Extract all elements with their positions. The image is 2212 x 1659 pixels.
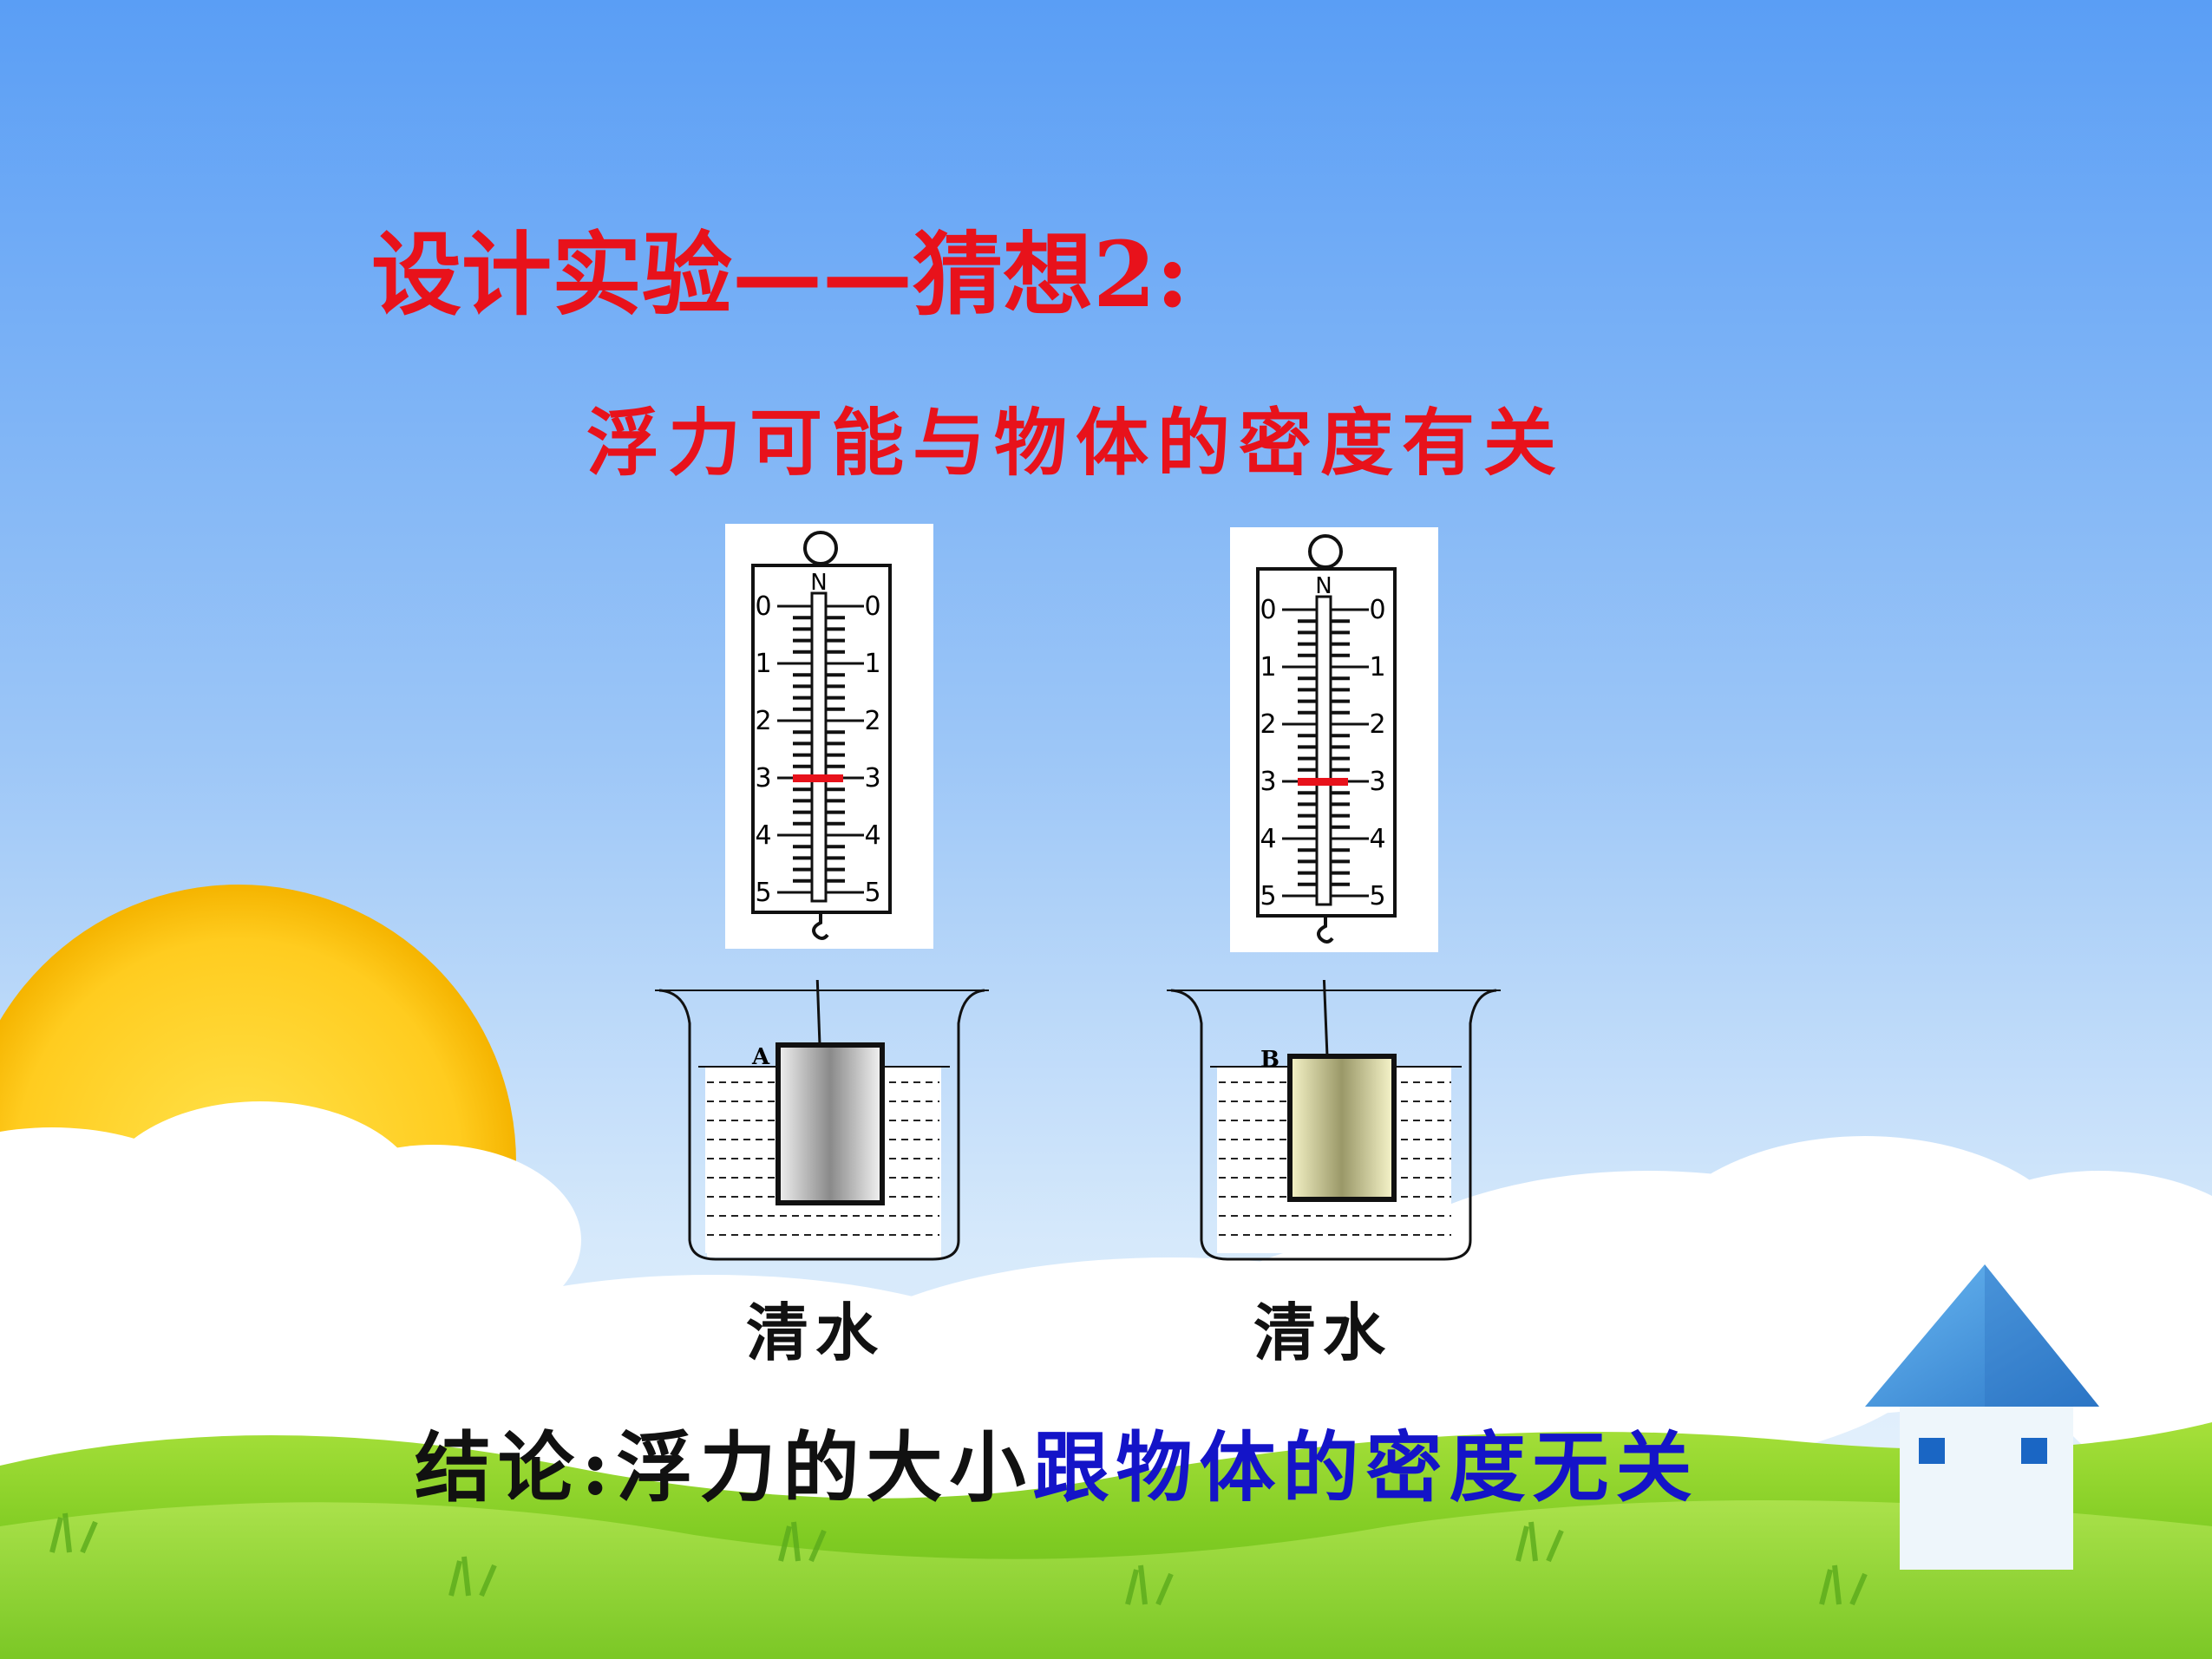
scale-tick-label: 3 bbox=[755, 763, 771, 794]
scale-tick-label: 5 bbox=[1369, 881, 1385, 911]
object-a bbox=[776, 1042, 885, 1205]
scale-tick-label: 4 bbox=[755, 820, 771, 851]
scale-tick-label: 3 bbox=[1260, 767, 1276, 797]
scale-b-pointer bbox=[1298, 778, 1348, 786]
scale-tick-label: 5 bbox=[1260, 881, 1276, 911]
scale-tick-label: 1 bbox=[1369, 652, 1385, 683]
scale-tick-label: 2 bbox=[1369, 709, 1385, 740]
slide-title: 设计实验——猜想2: bbox=[371, 221, 1189, 328]
spring-scale-a: N 0 0 1 1 2 2 3 3 4 4 5 5 bbox=[725, 524, 933, 949]
house-icon bbox=[1865, 1264, 2099, 1570]
scale-tick-label: 0 bbox=[1369, 595, 1385, 625]
scale-tick-label: 3 bbox=[864, 763, 880, 794]
beaker-a: A bbox=[655, 980, 989, 1261]
scale-tick-label: 3 bbox=[1369, 767, 1385, 797]
hypothesis-text: 浮力可能与物体的密度有关 bbox=[586, 400, 1566, 486]
scale-tick-label: 2 bbox=[755, 706, 771, 736]
liquid-label-b: 清水 bbox=[1253, 1296, 1393, 1369]
string-b bbox=[1322, 980, 1329, 1057]
scale-tick-label: 1 bbox=[1260, 652, 1276, 683]
scale-tick-label: 0 bbox=[1260, 595, 1276, 625]
beaker-b: B bbox=[1167, 980, 1501, 1261]
object-a-letter: A bbox=[751, 1044, 770, 1070]
grass-icon bbox=[0, 1422, 2212, 1659]
scale-unit-label: N bbox=[1315, 573, 1332, 599]
scale-unit-label: N bbox=[810, 570, 827, 596]
scale-tick-label: 4 bbox=[1260, 824, 1276, 854]
scale-tick-label: 5 bbox=[755, 878, 771, 908]
string-a bbox=[815, 980, 821, 1046]
liquid-label-a: 清水 bbox=[746, 1296, 886, 1369]
scale-tick-label: 4 bbox=[1369, 824, 1385, 854]
scale-tick-label: 4 bbox=[864, 820, 880, 851]
scale-tick-label: 2 bbox=[864, 706, 880, 736]
scale-tick-label: 1 bbox=[864, 649, 880, 679]
object-b-letter: B bbox=[1260, 1047, 1279, 1073]
object-b bbox=[1287, 1054, 1397, 1202]
conclusion: 结论:浮力的大小跟物体的密度无关 bbox=[415, 1407, 1699, 1517]
scale-tick-label: 0 bbox=[755, 591, 771, 622]
conclusion-highlight: 跟物体的密度无关 bbox=[1032, 1422, 1699, 1512]
scale-tick-label: 5 bbox=[864, 878, 880, 908]
scale-tick-label: 0 bbox=[864, 591, 880, 622]
scale-tick-label: 2 bbox=[1260, 709, 1276, 740]
scale-a-pointer bbox=[793, 774, 843, 782]
spring-scale-b: N 0 0 1 1 2 2 3 3 4 4 5 5 bbox=[1230, 527, 1438, 952]
conclusion-prefix: 结论:浮力的大小 bbox=[415, 1422, 1033, 1512]
scale-tick-label: 1 bbox=[755, 649, 771, 679]
scale-a-ticks: 0 0 1 1 2 2 3 3 4 4 5 5 bbox=[755, 591, 880, 908]
